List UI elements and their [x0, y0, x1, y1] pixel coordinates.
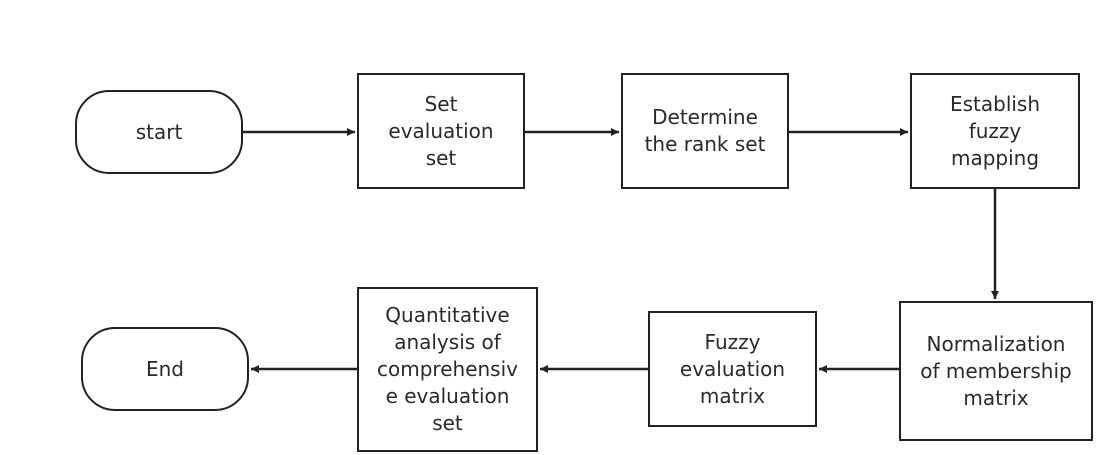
determine-rank-set-box: Determine the rank set: [621, 73, 789, 189]
establish-fuzzy-mapping-label: Establish fuzzy mapping: [949, 91, 1041, 170]
fuzzy-evaluation-matrix-box: Fuzzy evaluation matrix: [648, 311, 817, 427]
quantitative-analysis-box: Quantitative analysis of comprehensiv e …: [357, 287, 538, 452]
quantitative-analysis-label: Quantitative analysis of comprehensiv e …: [377, 303, 518, 435]
set-evaluation-set-box: Set evaluation set: [357, 73, 525, 189]
normalization-label: Normalization of membership matrix: [920, 331, 1072, 410]
normalization-box: Normalization of membership matrix: [899, 301, 1093, 441]
end-label: End: [145, 356, 184, 381]
start-label: start: [135, 119, 183, 144]
determine-rank-set-label: Determine the rank set: [644, 105, 766, 156]
set-evaluation-set-label: Set evaluation set: [388, 91, 494, 170]
start-terminal: start: [75, 90, 243, 174]
end-terminal: End: [81, 327, 249, 411]
establish-fuzzy-mapping-box: Establish fuzzy mapping: [910, 73, 1080, 189]
fuzzy-evaluation-matrix-label: Fuzzy evaluation matrix: [679, 329, 786, 408]
